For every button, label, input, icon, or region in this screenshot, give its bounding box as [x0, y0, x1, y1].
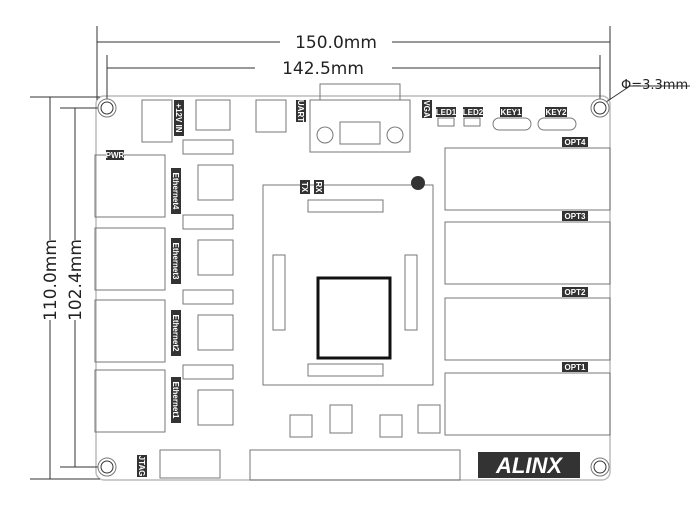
hole-diameter-label: Φ=3.3mm	[621, 78, 688, 93]
led1-label: LED1	[436, 107, 457, 117]
vga-label-text: VGA	[422, 100, 431, 118]
power-in-label: +12V IN	[174, 100, 184, 136]
tx-label-text: TX	[300, 182, 309, 193]
ethernet-label-1-text: Ethernet1	[171, 382, 180, 419]
hole-width-label: 142.5mm	[282, 59, 364, 79]
key2-button	[537, 117, 577, 131]
key1-label: KEY1	[500, 107, 522, 117]
jtag-header	[159, 449, 221, 479]
jtag-label-text: JTAG	[137, 456, 146, 477]
board-connector-left	[272, 254, 286, 331]
power-jack	[141, 99, 173, 143]
key2-label: KEY2	[545, 107, 567, 117]
opt-label-3: OPT3	[562, 211, 588, 221]
pwr-label: PWR	[106, 150, 125, 160]
board-connector-right	[404, 254, 418, 331]
ethernet-jacks	[94, 139, 234, 433]
ethernet-label-2: Ethernet2	[171, 310, 181, 356]
ethernet-label-1: Ethernet1	[171, 377, 181, 423]
uart-label-text: UART	[296, 100, 305, 122]
overall-height-label: 110.0mm	[41, 239, 61, 321]
alinx-logo	[478, 452, 580, 478]
opt-label-4-text: OPT4	[565, 138, 586, 147]
ethernet-label-4: Ethernet4	[171, 168, 181, 214]
rx-label: RX	[314, 180, 324, 194]
opt-label-1-text: OPT1	[565, 363, 586, 372]
expansion-header	[249, 449, 461, 481]
uart-connector	[255, 99, 287, 133]
ethernet-label-2-text: Ethernet2	[171, 315, 180, 352]
rx-label-text: RX	[314, 181, 323, 193]
ethernet-label-3-text: Ethernet3	[171, 243, 180, 280]
board-connector-top	[307, 199, 384, 213]
jtag-label: JTAG	[137, 455, 147, 477]
hole-height-label: 102.4mm	[66, 239, 86, 321]
led1-label-text: LED1	[436, 108, 457, 117]
ethernet-label-4-text: Ethernet4	[171, 173, 180, 210]
ethernet-label-3: Ethernet3	[171, 238, 181, 284]
board-connector-bottom	[307, 363, 384, 377]
opt-label-2: OPT2	[562, 287, 588, 297]
led2-label: LED2	[463, 107, 484, 117]
alinx-logo-text: ALINX	[495, 453, 563, 478]
key1-button	[492, 117, 532, 131]
fpga-module	[262, 184, 434, 386]
opt-label-2-text: OPT2	[565, 288, 586, 297]
led2-label-text: LED2	[463, 108, 484, 117]
fpga-chip	[316, 276, 392, 360]
tx-label: TX	[300, 180, 310, 194]
pwr-label-text: PWR	[106, 151, 125, 160]
key1-label-text: KEY1	[501, 108, 522, 117]
power-switch	[195, 99, 231, 131]
uart-label: UART	[296, 100, 306, 122]
orientation-arrow-icon	[411, 176, 425, 190]
opt-label-4: OPT4	[562, 137, 588, 147]
vga-label: VGA	[422, 100, 432, 118]
optical-modules	[444, 147, 611, 436]
dimension-lines	[30, 26, 690, 480]
mounting-holes	[97, 98, 610, 477]
opt-label-1: OPT1	[562, 362, 588, 372]
opt-label-3-text: OPT3	[565, 212, 586, 221]
power-in-label-text: +12V IN	[174, 103, 183, 132]
key2-label-text: KEY2	[546, 108, 567, 117]
overall-width-label: 150.0mm	[295, 33, 377, 53]
